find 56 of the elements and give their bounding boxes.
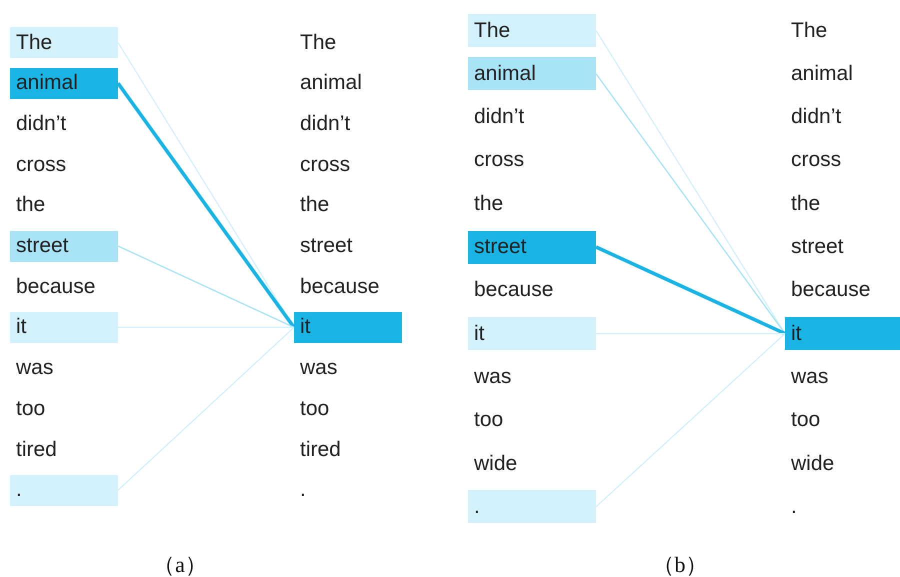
highlighted-token: it	[10, 312, 118, 343]
token: animal	[785, 57, 900, 90]
token: cross	[785, 144, 900, 177]
highlighted-token: street	[10, 230, 118, 262]
token: cross	[294, 149, 402, 180]
attention-line	[595, 245, 786, 336]
token: The	[785, 14, 900, 47]
attention-line	[596, 332, 785, 334]
token: animal	[294, 68, 402, 99]
token: the	[10, 190, 118, 221]
token: didn’t	[294, 108, 402, 140]
highlighted-token: .	[468, 490, 596, 524]
token: the	[294, 190, 402, 221]
token: too	[785, 404, 900, 437]
token: too	[10, 393, 118, 424]
token: .	[294, 474, 402, 506]
token: wide	[468, 447, 596, 480]
highlighted-token: street	[468, 230, 596, 264]
token: because	[785, 274, 900, 307]
attention-line	[118, 245, 294, 328]
panel-caption: （b）	[652, 551, 708, 577]
token: the	[785, 187, 900, 220]
token: didn’t	[10, 108, 118, 140]
highlighted-token: .	[10, 474, 118, 506]
highlighted-token: The	[468, 14, 596, 47]
highlighted-token: it	[785, 317, 900, 350]
token: was	[785, 360, 900, 394]
token: street	[294, 230, 402, 262]
highlighted-token: it	[294, 312, 402, 343]
token: didn’t	[785, 100, 900, 134]
token: was	[468, 360, 596, 394]
token: because	[10, 271, 118, 302]
attention-line	[118, 326, 294, 491]
token: cross	[468, 144, 596, 177]
token: didn’t	[468, 100, 596, 134]
token: because	[468, 274, 596, 307]
highlighted-token: animal	[10, 68, 118, 99]
token: The	[294, 27, 402, 58]
token: .	[785, 490, 900, 524]
token: tired	[294, 434, 402, 465]
token: cross	[10, 149, 118, 180]
token: too	[294, 393, 402, 424]
token: too	[468, 404, 596, 437]
token: the	[468, 187, 596, 220]
token: because	[294, 271, 402, 302]
highlighted-token: it	[468, 317, 596, 350]
highlighted-token: The	[10, 27, 118, 58]
token: was	[10, 352, 118, 384]
panel-caption: （a）	[152, 551, 208, 577]
attention-line	[596, 333, 786, 508]
token: street	[785, 230, 900, 264]
attention-line	[118, 326, 294, 328]
token: wide	[785, 447, 900, 480]
token: was	[294, 352, 402, 384]
highlighted-token: animal	[468, 57, 596, 90]
token: tired	[10, 434, 118, 465]
